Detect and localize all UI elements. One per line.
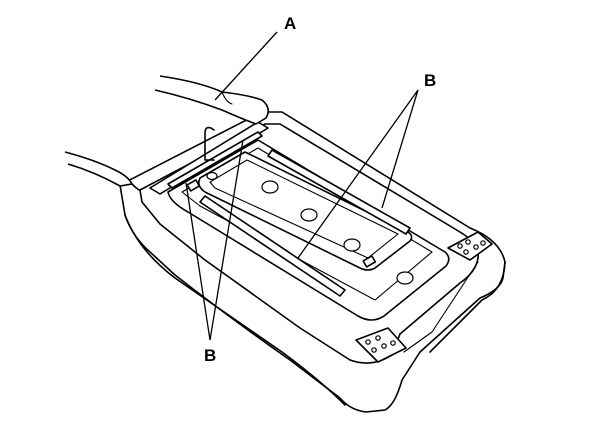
- lid-panel: [167, 139, 450, 321]
- clip-b-right-slot: [267, 149, 411, 235]
- callout-b-bottom: B: [204, 346, 216, 365]
- lid-hole: [300, 208, 318, 222]
- callout-b-right: B: [424, 71, 436, 90]
- lid-hole: [343, 238, 361, 252]
- clip-b-front-slot: [199, 195, 346, 297]
- front-corners: [355, 231, 493, 363]
- lid-hole: [396, 271, 414, 285]
- leader-lines: [185, 31, 419, 341]
- lid-hole: [206, 171, 218, 181]
- callout-a: A: [284, 14, 296, 33]
- retaining-clips: [149, 121, 411, 297]
- hands: [64, 75, 270, 191]
- leader-b-bottom-1: [185, 182, 211, 341]
- hook-tool: [204, 126, 215, 161]
- leader-b-right-1: [381, 89, 419, 209]
- leader-b-right-2: [297, 89, 419, 259]
- upper-hand: [154, 75, 270, 125]
- leader-b-bottom-2: [209, 139, 244, 341]
- leader-a: [214, 31, 278, 101]
- lower-hand: [64, 151, 133, 187]
- clip-b-left-2: [167, 131, 263, 189]
- lid-hole: [261, 180, 279, 194]
- clip-b-left: [149, 121, 269, 195]
